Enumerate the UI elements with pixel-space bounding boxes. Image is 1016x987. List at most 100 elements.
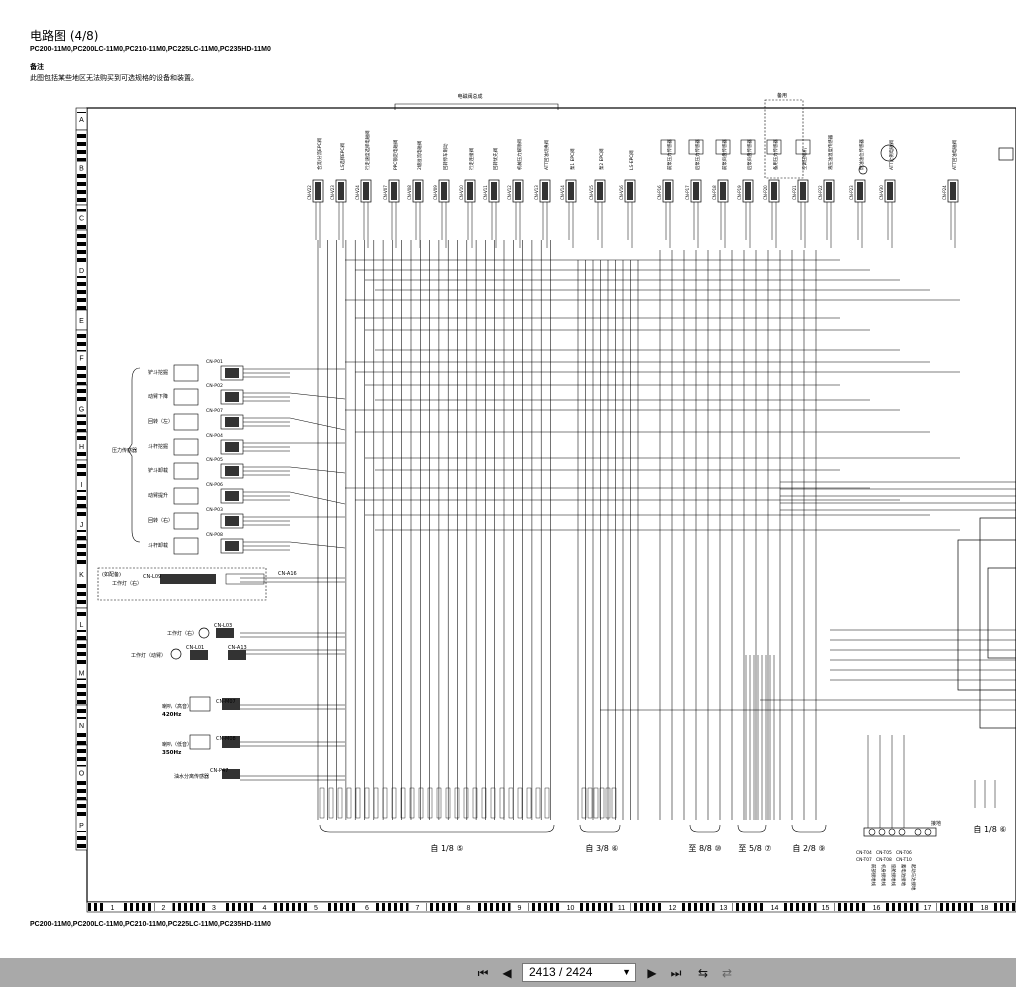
- column-hatch: [544, 903, 547, 911]
- column-hatch: [694, 903, 697, 911]
- harness-terminal: [373, 787, 379, 819]
- page-number-value: 2413 / 2424: [529, 965, 593, 979]
- column-label-bg: [459, 903, 478, 911]
- column-hatch: [598, 903, 601, 911]
- column-hatch: [580, 903, 583, 911]
- next-page-button[interactable]: ▶: [643, 964, 661, 982]
- harness-terminal: [472, 787, 478, 819]
- row-hatch: [77, 306, 86, 310]
- ground-description: 前部接地线: [870, 864, 877, 887]
- top-connector-pins: [542, 182, 548, 200]
- horn-body: [189, 734, 211, 750]
- harness-terminal: [499, 787, 505, 819]
- column-hatch: [172, 903, 175, 911]
- pressure-sensor-brace: [127, 367, 141, 543]
- column-hatch: [130, 903, 133, 911]
- sensor-label: 斗杆卸载: [148, 542, 168, 549]
- row-hatch: [77, 182, 86, 186]
- pressure-sensor-group-label: 压力传感器: [112, 447, 137, 454]
- row-hatch: [77, 684, 86, 688]
- top-connector-label: CN-V23: [330, 185, 335, 200]
- column-hatch: [904, 903, 907, 911]
- compare-view-button[interactable]: ⇄: [718, 964, 736, 982]
- top-component-label: 前泵压力传感器: [666, 139, 673, 170]
- top-components: CN-V22合流/分流EPC阀CN-V23LS选择EPC阀CN-V24行走速度选…: [307, 130, 959, 248]
- column-hatch: [478, 903, 481, 911]
- column-hatch: [352, 903, 355, 911]
- sensor-connector-pins: [225, 491, 239, 501]
- column-hatch: [958, 903, 961, 911]
- column-hatch: [556, 903, 559, 911]
- chevron-down-icon: ▼: [622, 967, 631, 977]
- column-hatch: [94, 903, 97, 911]
- last-page-button[interactable]: ⏭: [667, 964, 685, 982]
- column-label: 11: [618, 905, 625, 912]
- l01-connector: [190, 650, 208, 660]
- top-component-label: PPC锁定电磁阀: [392, 140, 399, 170]
- column-hatch: [244, 903, 247, 911]
- right-edge-component: [998, 147, 1014, 161]
- column-hatch: [508, 903, 511, 911]
- harness-terminal: [544, 787, 550, 819]
- ground-connector-label: CN-T08: [876, 857, 892, 863]
- top-connector-label: CN-V07: [383, 185, 388, 200]
- horn-high-label: 喇叭（高音）: [162, 703, 192, 710]
- row-hatch: [77, 282, 86, 286]
- ground-block: [863, 827, 937, 837]
- column-hatch: [490, 903, 493, 911]
- row-hatch: [77, 709, 86, 713]
- sensor-label: 铲斗卸载: [148, 467, 168, 474]
- top-connector-pins: [515, 182, 521, 200]
- diagram-frame: [86, 107, 1016, 903]
- column-hatch: [964, 903, 967, 911]
- page-number-select[interactable]: 2413 / 2424 ▼: [522, 963, 636, 982]
- column-hatch: [394, 903, 397, 911]
- harness-terminal: [490, 787, 496, 819]
- sync-view-button[interactable]: ⇆: [694, 964, 712, 982]
- harness-bracket: [319, 824, 555, 833]
- harness-bracket: [689, 824, 721, 833]
- column-hatch: [406, 903, 409, 911]
- row-label: K: [79, 572, 84, 579]
- row-hatch: [77, 429, 86, 433]
- column-hatch: [334, 903, 337, 911]
- top-connector-label: CN-P21: [792, 185, 797, 200]
- row-hatch: [77, 190, 86, 194]
- column-label: 15: [822, 905, 830, 912]
- row-hatch: [77, 225, 86, 229]
- top-connector-pins: [391, 182, 397, 200]
- connector-m07-label: CN-M07: [216, 699, 236, 705]
- column-hatch: [454, 903, 457, 911]
- row-hatch: [77, 250, 86, 254]
- row-hatch: [77, 644, 86, 648]
- row-hatch: [77, 496, 86, 500]
- sensor-connector-label: CN-P08: [206, 532, 223, 538]
- compare-view-icon: ⇄: [721, 966, 733, 980]
- horn-body: [189, 696, 211, 712]
- harness-terminal: [587, 787, 593, 819]
- model-list: PC200-11M0,PC200LC-11M0,PC210-11M0,PC225…: [30, 46, 271, 53]
- connector-p47-label: CN-P47: [210, 768, 228, 774]
- controller-core: [987, 567, 1016, 659]
- column-hatch: [784, 903, 787, 911]
- row-hatch: [77, 158, 86, 162]
- first-page-icon: ⏮: [477, 965, 489, 980]
- connector-m08-label: CN-M08: [216, 736, 236, 742]
- column-hatch: [550, 903, 553, 911]
- column-hatch: [274, 903, 277, 911]
- sync-view-icon: ⇆: [697, 966, 709, 980]
- row-label-bg: [77, 766, 86, 779]
- l09-connector: [160, 574, 216, 584]
- sensor-box: [688, 139, 704, 155]
- work-lamp-right-label: 工作灯（右）: [167, 630, 197, 637]
- column-hatch: [754, 903, 757, 911]
- top-component-label: ATT回油电磁阀: [951, 140, 958, 170]
- column-hatch: [706, 903, 709, 911]
- top-connector-label: CN-V08: [407, 185, 412, 200]
- previous-page-button[interactable]: ◀: [498, 964, 516, 982]
- row-label-bg: [77, 819, 86, 831]
- top-connector-label: CN-V24: [355, 185, 360, 200]
- top-connector: [464, 179, 476, 203]
- column-hatch: [640, 903, 643, 911]
- first-page-button[interactable]: ⏮: [474, 964, 492, 982]
